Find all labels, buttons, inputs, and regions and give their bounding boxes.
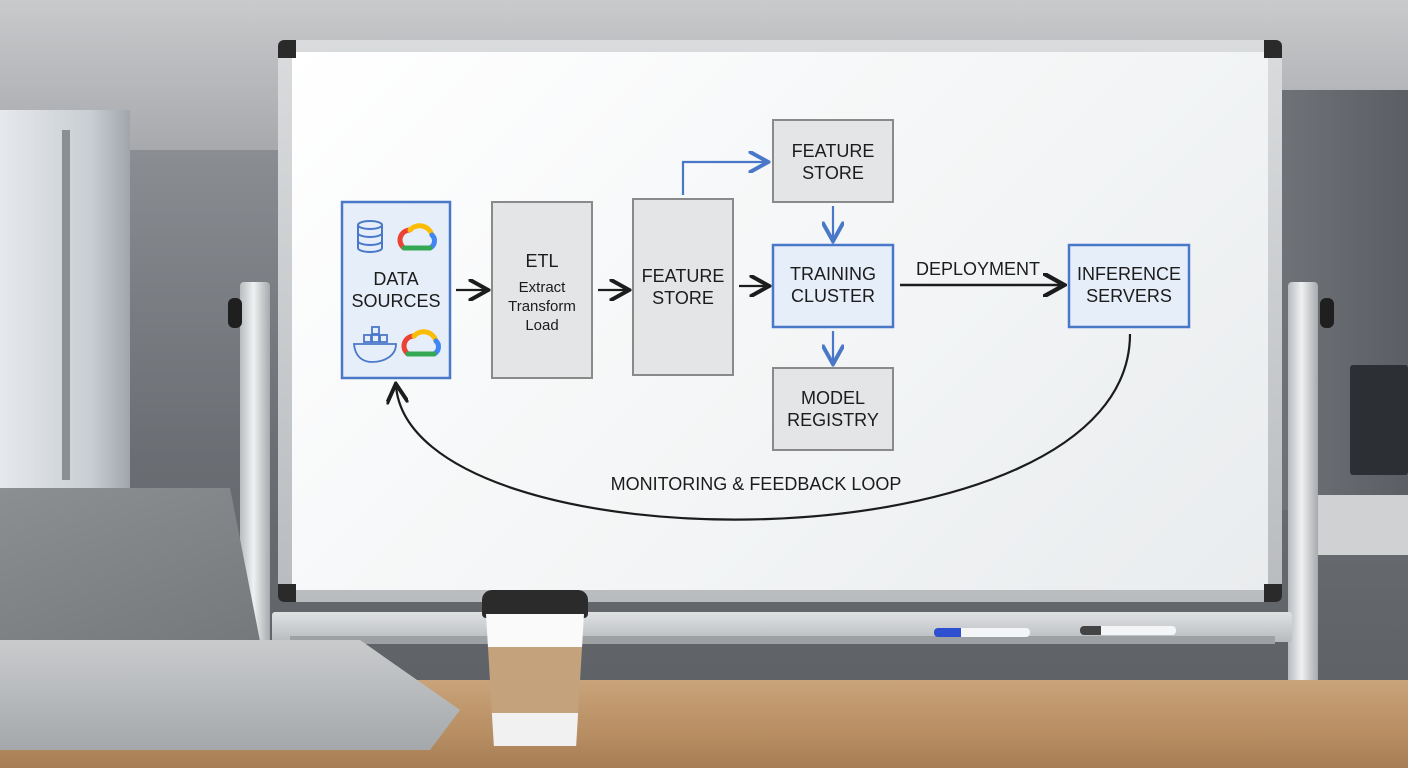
board-corner: [1264, 40, 1282, 58]
deployment-label: DEPLOYMENT: [916, 259, 1040, 279]
background-monitor: [1350, 365, 1408, 475]
model-registry-box: [772, 367, 894, 451]
feedback-loop-label: MONITORING & FEEDBACK LOOP: [611, 474, 902, 494]
feedback-loop-arrow: [396, 333, 1132, 521]
cloud-icon: [401, 329, 441, 357]
etl-box: [491, 201, 593, 379]
cloud-icon: [397, 223, 437, 251]
database-icon: [357, 220, 383, 253]
inference-servers-box: [1067, 243, 1191, 329]
feature-store-box: [632, 198, 734, 376]
etl-title: ETL: [525, 251, 558, 271]
arrow-feature-store-to-top: [681, 162, 766, 195]
background-desk: [1300, 495, 1408, 555]
docker-whale-icon: [353, 326, 397, 363]
stand-leg-right: [1288, 282, 1318, 702]
coffee-cup-lid: [482, 590, 588, 618]
stand-knob-left: [228, 298, 242, 328]
board-corner: [1264, 584, 1282, 602]
laptop-base: [0, 640, 460, 750]
black-marker: [1080, 626, 1176, 635]
stand-knob-right: [1320, 298, 1334, 328]
window-frame: [62, 130, 70, 480]
board-corner: [278, 40, 296, 58]
training-cluster-box: [771, 243, 895, 329]
marker-tray-lip: [290, 636, 1275, 644]
board-corner: [278, 584, 296, 602]
coffee-cup: [486, 614, 584, 746]
feature-store-top-box: [772, 119, 894, 203]
blue-marker: [934, 628, 1030, 637]
